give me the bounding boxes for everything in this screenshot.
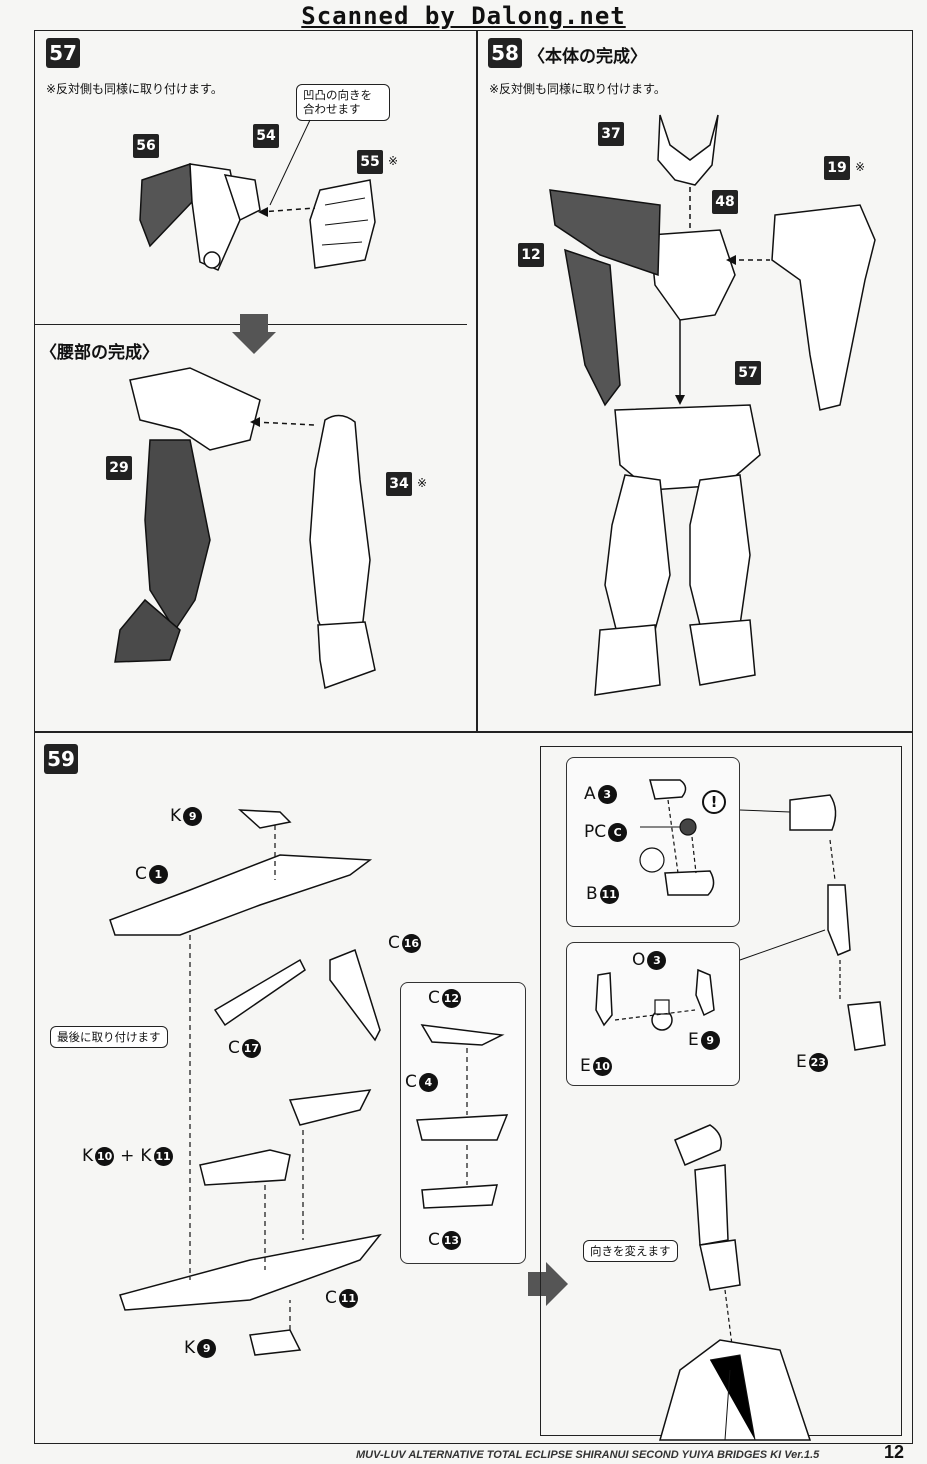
leg-assembly-diagram <box>114 367 376 690</box>
part-number-54: 54 <box>253 124 279 148</box>
label-c12: C 12 <box>428 988 461 1008</box>
panel-step-59 <box>34 732 913 1444</box>
label-b11: B 11 <box>586 884 619 904</box>
label-c13: C 13 <box>428 1230 461 1250</box>
label-a3: A 3 <box>584 784 617 804</box>
waist-section-title: 〈腰部の完成〉 <box>40 343 159 363</box>
label-circle: 9 <box>197 1338 217 1358</box>
label-circle: 1 <box>148 864 168 884</box>
waist-armor-diagram <box>139 119 376 271</box>
part-number-34: 34 <box>386 472 412 496</box>
warning-icon: ! <box>702 790 726 814</box>
attach-last-text: 最後に取り付けます <box>57 1030 161 1044</box>
label-circle: 12 <box>441 988 461 1008</box>
assembled-arm-diagram <box>659 1124 812 1441</box>
label-circle: 3 <box>597 784 617 804</box>
hand-joint-diagram <box>639 779 715 896</box>
forearm-diagram <box>739 794 886 1051</box>
label-letter: C <box>135 864 147 884</box>
label-pcc: PC C <box>584 822 628 842</box>
label-letter: C <box>428 988 440 1008</box>
plus-sign: + <box>120 1146 135 1166</box>
part-number-37: 37 <box>598 122 624 146</box>
turn-around-callout: 向きを変えます <box>583 1240 678 1263</box>
label-circle: 17 <box>241 1038 261 1058</box>
label-e9: E 9 <box>688 1030 720 1050</box>
asterisk-19: ※ <box>855 160 866 174</box>
attach-last-callout: 最後に取り付けます <box>50 1026 168 1049</box>
label-letter: A <box>584 784 596 804</box>
turn-around-text: 向きを変えます <box>590 1244 671 1258</box>
label-c1: C 1 <box>135 864 168 884</box>
label-circle: 23 <box>808 1052 828 1072</box>
label-circle: C <box>608 822 628 842</box>
label-letter: C <box>228 1038 240 1058</box>
label-circle: 13 <box>441 1230 461 1250</box>
step58-title: 〈本体の完成〉 <box>528 47 647 67</box>
label-e23: E 23 <box>796 1052 828 1072</box>
part-number-19: 19 <box>824 156 850 180</box>
part-number-57: 57 <box>735 361 761 385</box>
arm-joint-diagram <box>595 968 715 1031</box>
label-circle: 10 <box>95 1146 115 1166</box>
right-arrow-icon <box>528 1262 568 1306</box>
skirt-armor-diagram <box>109 809 382 1356</box>
part-number-55: 55 <box>357 150 383 174</box>
label-letter: K <box>170 806 182 826</box>
label-letter: E <box>688 1030 699 1050</box>
part-number-56: 56 <box>133 134 159 158</box>
label-letter: C <box>388 933 400 953</box>
label-o3: O 3 <box>632 950 667 970</box>
label-k9-bottom: K 9 <box>184 1338 217 1358</box>
label-circle: 3 <box>647 950 667 970</box>
part-number-12: 12 <box>518 243 544 267</box>
label-k10-k11: K 10 + K 11 <box>82 1146 173 1166</box>
body-assembly-diagram <box>549 114 876 696</box>
label-letter: K <box>82 1146 94 1166</box>
panel-step-58 <box>477 30 913 732</box>
scan-watermark: Scanned by Dalong.net <box>301 2 626 30</box>
label-c4: C 4 <box>405 1072 438 1092</box>
step-number-59: 59 <box>44 744 78 774</box>
asterisk-55: ※ <box>388 154 399 168</box>
label-letter: K <box>184 1338 196 1358</box>
label-c17: C 17 <box>228 1038 261 1058</box>
warning-glyph: ! <box>710 793 718 811</box>
align-callout-text: 凹凸の向きを合わせます <box>303 88 372 117</box>
step57-note: ※反対側も同様に取り付けます。 <box>46 82 223 96</box>
part-number-48: 48 <box>712 190 738 214</box>
label-c16: C 16 <box>388 933 421 953</box>
label-letter: O <box>632 950 646 970</box>
label-letter: C <box>428 1230 440 1250</box>
label-letter: K <box>140 1146 152 1166</box>
label-circle: 4 <box>418 1072 438 1092</box>
label-letter: E <box>796 1052 807 1072</box>
footer-product-title: MUV-LUV ALTERNATIVE TOTAL ECLIPSE SHIRAN… <box>356 1449 820 1461</box>
label-letter: C <box>405 1072 417 1092</box>
label-circle: 11 <box>153 1146 173 1166</box>
down-arrow-icon <box>232 314 276 354</box>
label-circle: 9 <box>700 1030 720 1050</box>
c-parts-diagram <box>416 1024 509 1209</box>
label-letter: E <box>580 1056 591 1076</box>
label-c11: C 11 <box>325 1288 358 1308</box>
label-k9-top: K 9 <box>170 806 203 826</box>
label-circle: 16 <box>401 933 421 953</box>
label-circle: 10 <box>592 1056 612 1076</box>
label-letter: B <box>586 884 598 904</box>
step-number-57: 57 <box>46 38 80 68</box>
panel-step-57 <box>34 30 477 732</box>
align-callout: 凹凸の向きを合わせます <box>296 84 390 121</box>
asterisk-34: ※ <box>417 476 428 490</box>
label-circle: 9 <box>183 806 203 826</box>
step58-note: ※反対側も同様に取り付けます。 <box>489 82 666 96</box>
part-number-29: 29 <box>106 456 132 480</box>
step-number-58: 58 <box>488 38 522 68</box>
page-number: 12 <box>884 1442 905 1462</box>
label-circle: 11 <box>599 884 619 904</box>
label-letter: PC <box>584 822 607 842</box>
label-e10: E 10 <box>580 1056 612 1076</box>
label-circle: 11 <box>338 1288 358 1308</box>
label-letter: C <box>325 1288 337 1308</box>
